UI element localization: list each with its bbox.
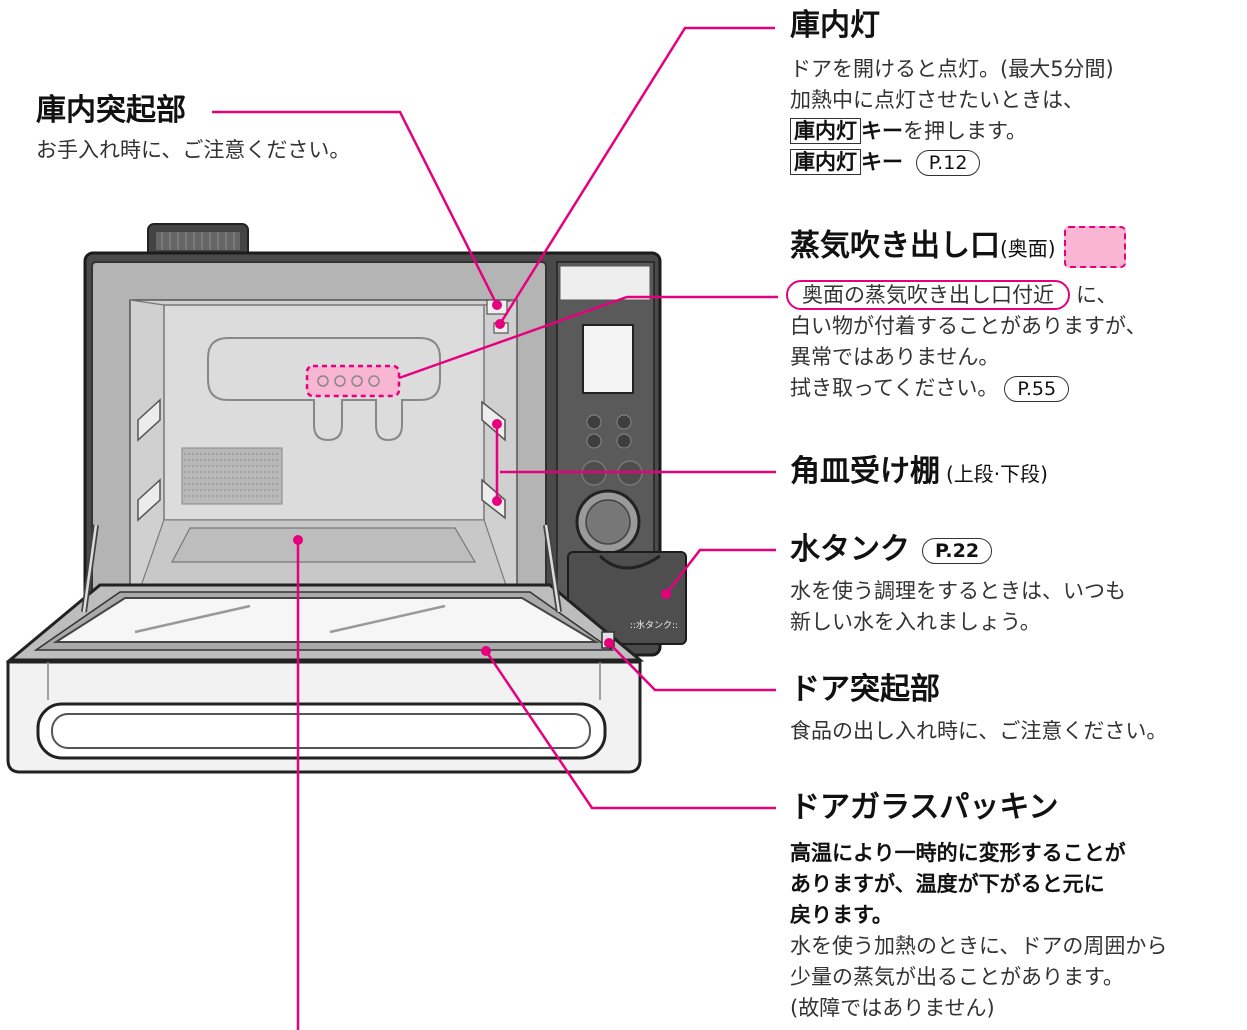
leader-gasket (484, 650, 776, 810)
lamp-line4: 庫内灯キー P.12 (790, 147, 1114, 178)
lamp-title: 庫内灯 (790, 8, 880, 43)
lamp-key-suffix: キー (861, 119, 903, 143)
label-steam-outlet: 蒸気吹き出し口(奥面) 奥面の蒸気吹き出し口付近に、 白い物が付着することがあり… (786, 226, 1147, 404)
steam-outlet-marker (305, 364, 401, 398)
lamp-line1: ドアを開けると点灯。(最大5分間) (790, 57, 1114, 81)
display-window (582, 324, 634, 394)
steam-outlet-swatch (1063, 226, 1126, 268)
water-tank-page-ref: P.22 (922, 537, 993, 564)
steam-outlet-sub: (奥面) (1000, 236, 1056, 261)
door-gasket-line6: (故障ではありません) (790, 996, 995, 1020)
lamp-key-suffix-2: キー (861, 150, 903, 174)
leader-protrusion (212, 110, 499, 306)
leader-water-tank (665, 548, 776, 595)
label-shelf: 角皿受け棚(上段·下段) (790, 454, 1048, 492)
door-protrusion-note: 食品の出し入れ時に、ご注意ください。 (790, 719, 1168, 743)
door-handle (36, 702, 607, 760)
shelf-sub: (上段·下段) (946, 462, 1048, 486)
label-door-protrusion: ドア突起部 食品の出し入れ時に、ご注意ください。 (790, 672, 1167, 747)
cavity-protrusion-note: お手入れ時に、ご注意ください。 (36, 138, 351, 162)
lamp-key-label: 庫内灯 (790, 118, 861, 144)
water-tank-title: 水タンク (790, 532, 910, 567)
door-gasket-line5: 少量の蒸気が出ることがあります。 (790, 965, 1124, 989)
water-tank-line1: 水を使う調理をするときは、いつも (790, 579, 1126, 603)
oven-door (5, 524, 645, 774)
steam-outlet-line3: 異常ではありません。 (790, 345, 1000, 369)
steam-outlet-ref-box: 奥面の蒸気吹き出し口付近 (786, 280, 1070, 310)
leader-steam (398, 295, 778, 380)
leader-lamp (498, 26, 775, 325)
water-tank-line2: 新しい水を入れましょう。 (790, 610, 1041, 634)
lamp-page-ref: P.12 (915, 150, 981, 176)
leader-dots (293, 300, 671, 656)
lamp-line3-tail: を押します。 (903, 119, 1027, 143)
label-water-tank: 水タンク P.22 水を使う調理をするときは、いつも 新しい水を入れましょう。 (790, 532, 1126, 638)
lamp-line2: 加熱中に点灯させたいときは、 (790, 88, 1084, 112)
label-door-gasket: ドアガラスパッキン 高温により一時的に変形することが ありますが、温度が下がると… (790, 790, 1167, 1024)
water-tank-shape (567, 551, 687, 645)
oven-body: ::水タンク:: (83, 251, 687, 657)
leader-lines (212, 26, 778, 1030)
cavity-protrusion-title: 庫内突起部 (36, 93, 186, 128)
door-gasket-title: ドアガラスパッキン (790, 790, 1059, 825)
door-protrusion-title: ドア突起部 (790, 672, 940, 707)
door-gasket-line2: ありますが、温度が下がると元に (790, 872, 1105, 896)
steam-outlet-line1-tail: に、 (1076, 283, 1118, 307)
lamp-line3: 庫内灯キーを押します。 (790, 116, 1114, 147)
label-cavity-protrusion: 庫内突起部 お手入れ時に、ご注意ください。 (36, 93, 350, 166)
door-gasket-line4: 水を使う加熱のときに、ドアの周囲から (790, 934, 1168, 958)
door-gasket-line1: 高温により一時的に変形することが (790, 841, 1126, 865)
label-lamp: 庫内灯 ドアを開けると点灯。(最大5分間) 加熱中に点灯させたいときは、 庫内灯… (790, 8, 1114, 178)
steam-outlet-line4-text: 拭き取ってください。 (790, 376, 999, 400)
steam-outlet-page-ref: P.55 (1004, 376, 1070, 402)
water-tank-text: ::水タンク:: (630, 619, 678, 631)
vent-grid (181, 447, 283, 505)
steam-outlet-line4: 拭き取ってください。P.55 (790, 373, 1147, 404)
shelf-title: 角皿受け棚 (790, 454, 940, 489)
steam-outlet-line2: 白い物が付着することがありますが、 (790, 314, 1147, 338)
lamp-key-label-2: 庫内灯 (790, 149, 861, 175)
steam-outlet-line1: 奥面の蒸気吹き出し口付近に、 (786, 280, 1147, 311)
steam-outlet-title: 蒸気吹き出し口 (790, 228, 1000, 264)
leader-door-protrusion (608, 642, 776, 692)
door-gasket-line3: 戻ります。 (790, 903, 893, 927)
